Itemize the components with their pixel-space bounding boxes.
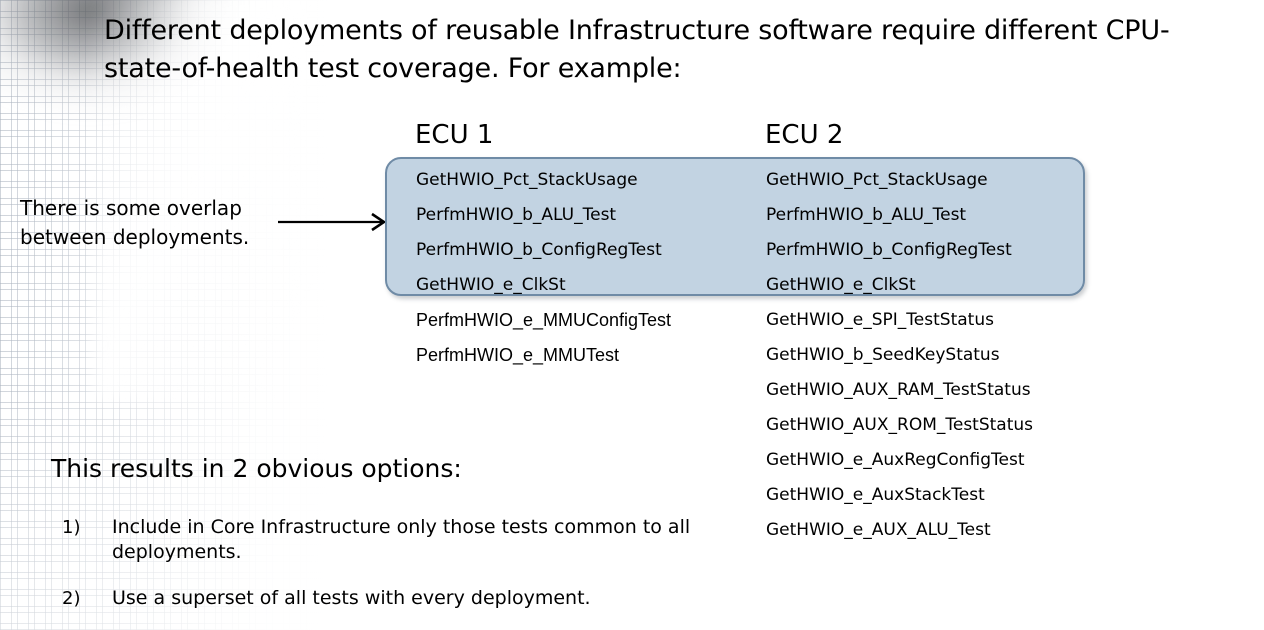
list-item: GetHWIO_e_ClkSt bbox=[766, 275, 916, 295]
list-item: 2) Use a superset of all tests with every… bbox=[60, 586, 700, 611]
list-item: PerfmHWIO_b_ALU_Test bbox=[416, 205, 617, 225]
list-item: PerfmHWIO_b_ConfigRegTest bbox=[416, 240, 662, 260]
list-item: 1) Include in Core Infrastructure only th… bbox=[60, 515, 700, 565]
list-item: GetHWIO_b_SeedKeyStatus bbox=[766, 345, 1000, 365]
page-title: Different deployments of reusable Infras… bbox=[104, 15, 1170, 84]
list-item: GetHWIO_e_AuxRegConfigTest bbox=[766, 450, 1025, 470]
list-item-label: Use a superset of all tests with every d… bbox=[112, 587, 591, 609]
right-arrow-icon bbox=[278, 212, 387, 232]
list-item: GetHWIO_e_AuxStackTest bbox=[766, 485, 985, 505]
list-item: GetHWIO_AUX_RAM_TestStatus bbox=[766, 380, 1031, 400]
list-item: PerfmHWIO_e_MMUConfigTest bbox=[416, 310, 672, 330]
list-item: PerfmHWIO_e_MMUTest bbox=[416, 345, 620, 365]
list-item: GetHWIO_AUX_ROM_TestStatus bbox=[766, 415, 1034, 435]
list-item: GetHWIO_e_ClkSt bbox=[416, 275, 566, 295]
list-item: PerfmHWIO_b_ConfigRegTest bbox=[766, 240, 1012, 260]
list-item-marker: 2) bbox=[62, 588, 81, 609]
list-item-label: Include in Core Infrastructure only thos… bbox=[112, 516, 691, 563]
column-heading-ecu1: ECU 1 bbox=[415, 120, 494, 150]
list-item-marker: 1) bbox=[62, 517, 81, 538]
list-item: GetHWIO_Pct_StackUsage bbox=[416, 170, 638, 190]
list-item: GetHWIO_Pct_StackUsage bbox=[766, 170, 988, 190]
list-item: GetHWIO_e_SPI_TestStatus bbox=[766, 310, 994, 330]
shared-tests-highlight-box bbox=[385, 157, 1085, 296]
column-heading-ecu2: ECU 2 bbox=[765, 120, 844, 150]
list-item: PerfmHWIO_b_ALU_Test bbox=[766, 205, 967, 225]
options-title: This results in 2 obvious options: bbox=[51, 454, 462, 483]
overlap-note: There is some overlap between deployment… bbox=[20, 196, 250, 249]
list-item: GetHWIO_e_AUX_ALU_Test bbox=[766, 520, 991, 540]
options-list: 1) Include in Core Infrastructure only th… bbox=[60, 515, 700, 630]
